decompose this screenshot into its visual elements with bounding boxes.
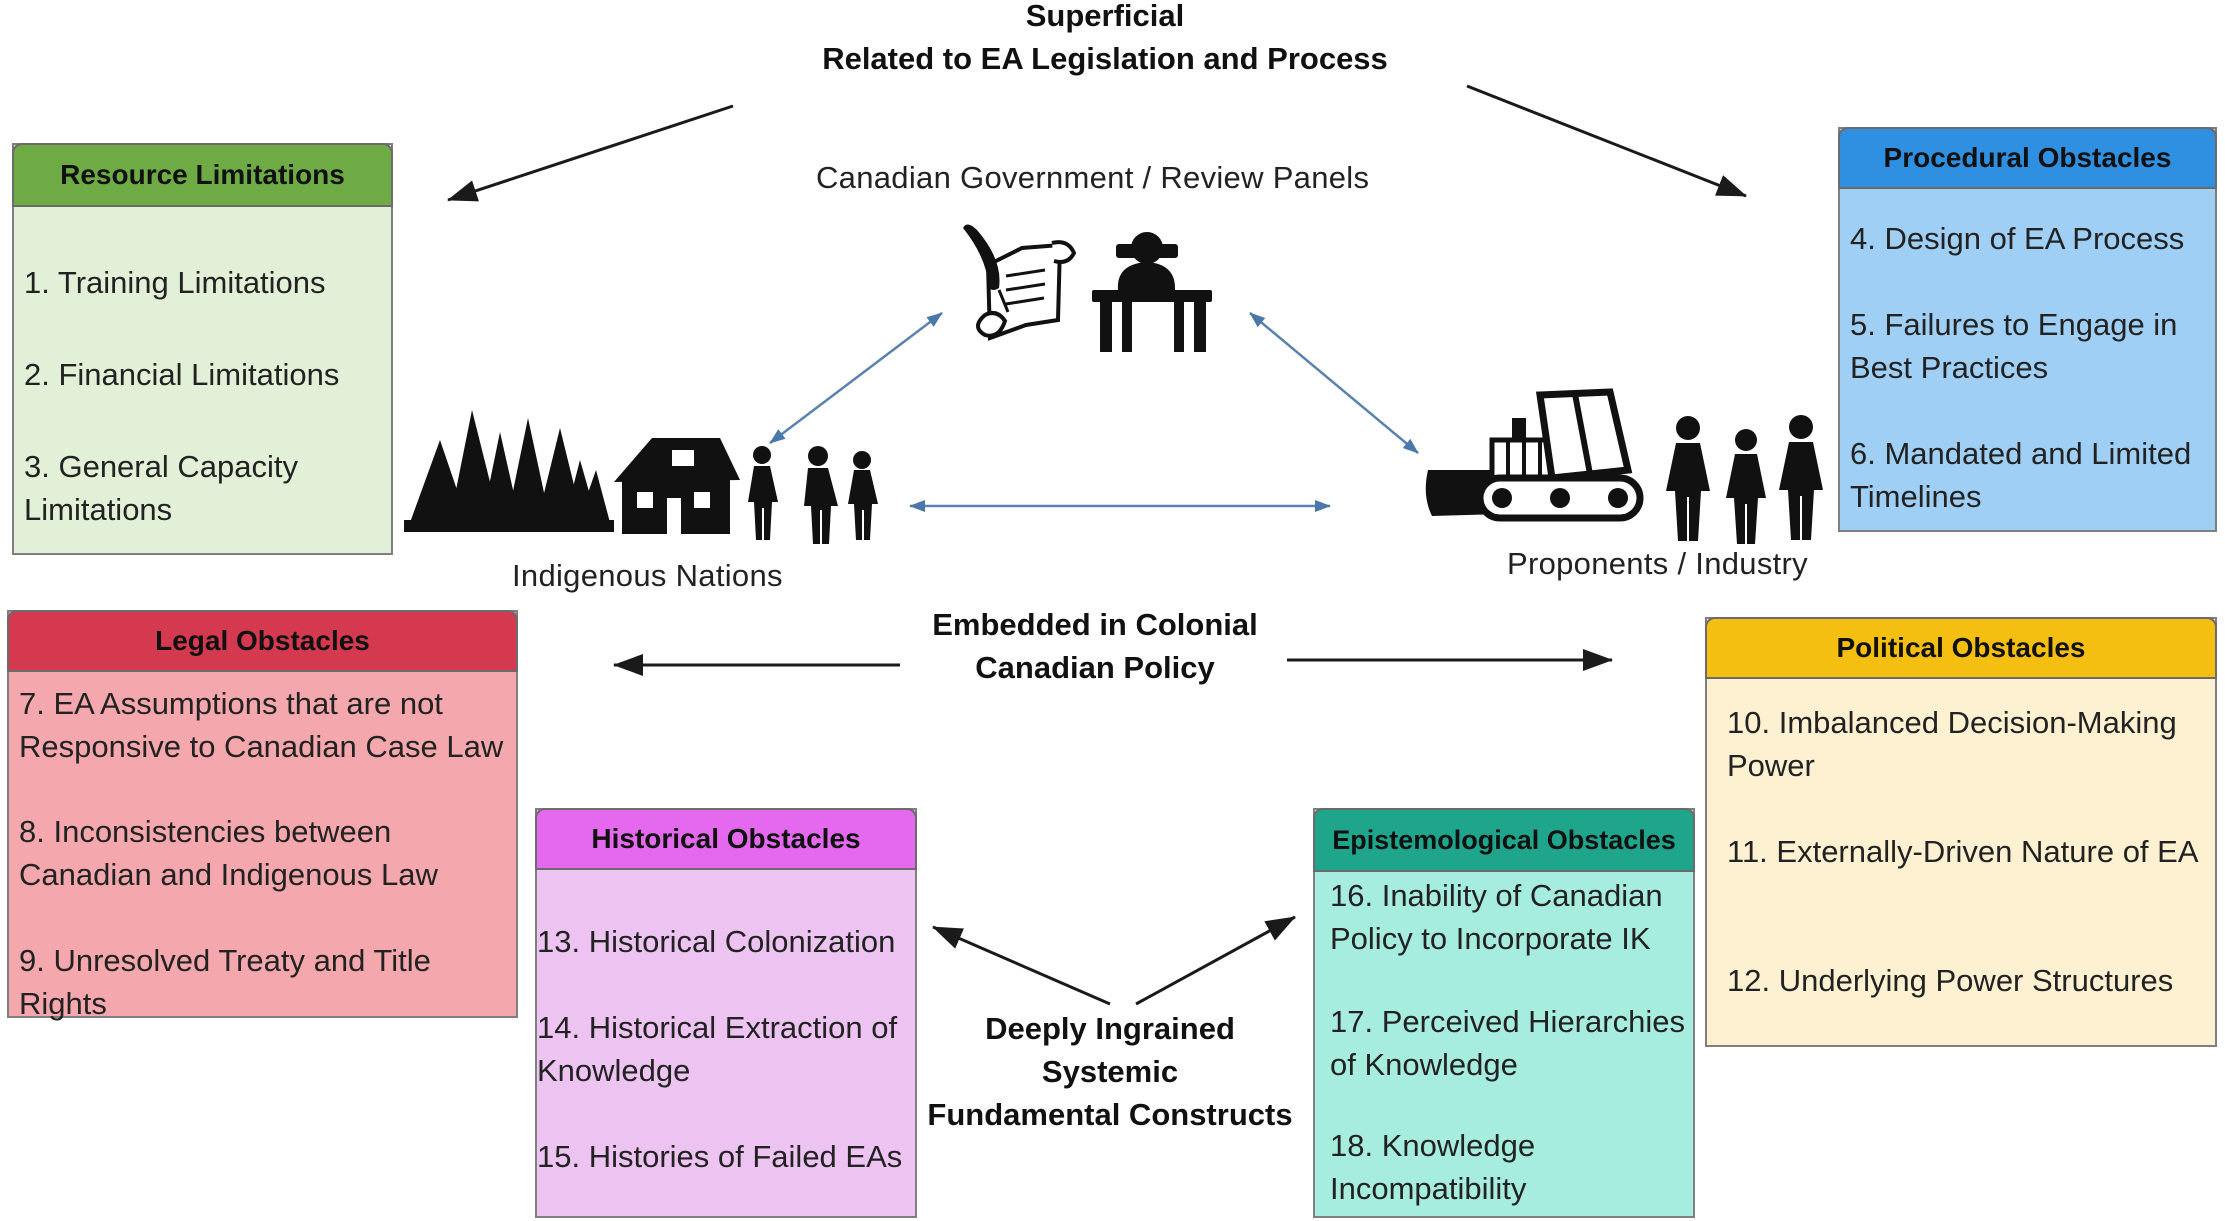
fundamental-line2: Systemic <box>1041 1054 1179 1089</box>
indigenous-label: Indigenous Nations <box>512 558 783 593</box>
embedded-line1: Embedded in Colonial <box>932 607 1258 642</box>
epistemological-item-17: 17. Perceived Hierarchies of Knowledge <box>1330 1004 1685 1082</box>
bulldozer-icon <box>1425 388 1644 522</box>
resource-box: Resource Limitations 1. Training Limitat… <box>12 143 393 555</box>
superficial-line2: Related to EA Legislation and Process <box>822 41 1388 76</box>
resource-item-2: 2. Financial Limitations <box>24 357 340 392</box>
link-gov-industry <box>1249 312 1419 454</box>
political-item-11: 11. Externally-Driven Nature of EA <box>1727 834 2199 869</box>
procedural-item-4: 4. Design of EA Process <box>1850 221 2185 256</box>
resource-title: Resource Limitations <box>12 143 393 207</box>
scroll-icon <box>976 240 1077 341</box>
procedural-title: Procedural Obstacles <box>1838 127 2217 189</box>
government-label: Canadian Government / Review Panels <box>816 160 1370 195</box>
forest-icon <box>404 410 614 532</box>
political-box: Political Obstacles 10. Imbalanced Decis… <box>1705 617 2217 1047</box>
procedural-item-6: 6. Mandated and Limited Timelines <box>1850 436 2192 514</box>
legal-title: Legal Obstacles <box>7 610 518 672</box>
embedded-label: Embedded in Colonial Canadian Policy <box>880 603 1310 689</box>
resource-item-1: 1. Training Limitations <box>24 265 326 300</box>
arrow-to-historical <box>932 925 1111 1006</box>
historical-item-13: 13. Historical Colonization <box>537 924 896 959</box>
fundamental-label: Deeply Ingrained Systemic Fundamental Co… <box>900 1007 1320 1136</box>
industry-label: Proponents / Industry <box>1507 546 1808 581</box>
historical-box: Historical Obstacles 13. Historical Colo… <box>535 808 917 1218</box>
legal-item-9: 9. Unresolved Treaty and Title Rights <box>19 943 431 1021</box>
legal-item-8: 8. Inconsistencies between Canadian and … <box>19 814 438 892</box>
legal-item-7: 7. EA Assumptions that are not Responsiv… <box>19 686 504 764</box>
political-item-12: 12. Underlying Power Structures <box>1727 963 2174 998</box>
procedural-box: Procedural Obstacles 4. Design of EA Pro… <box>1838 127 2217 532</box>
historical-item-14: 14. Historical Extraction of Knowledge <box>537 1010 898 1088</box>
arrow-to-procedural <box>1466 84 1747 198</box>
historical-title: Historical Obstacles <box>535 808 917 870</box>
political-title: Political Obstacles <box>1705 617 2217 679</box>
embedded-line2: Canadian Policy <box>975 650 1215 685</box>
arrow-to-epistemological <box>1135 915 1296 1006</box>
procedural-item-5: 5. Failures to Engage in Best Practices <box>1850 307 2178 385</box>
quill-icon <box>963 224 1010 313</box>
epistemological-item-16: 16. Inability of Canadian Policy to Inco… <box>1330 878 1663 956</box>
house-icon <box>614 438 740 534</box>
epistemological-title: Epistemological Obstacles <box>1313 808 1695 872</box>
resource-item-3: 3. General Capacity Limitations <box>24 449 298 527</box>
arrow-to-resource <box>447 104 734 202</box>
industry-people-icon <box>1666 415 1823 544</box>
historical-item-15: 15. Histories of Failed EAs <box>537 1139 903 1174</box>
indigenous-people-icon <box>748 446 878 544</box>
fundamental-line1: Deeply Ingrained <box>985 1011 1235 1046</box>
legal-box: Legal Obstacles 7. EA Assumptions that a… <box>7 610 518 1021</box>
desk-official-icon <box>1092 232 1212 352</box>
superficial-label: Superficial Related to EA Legislation an… <box>800 0 1410 80</box>
epistemological-item-18: 18. Knowledge Incompatibility <box>1330 1128 1536 1206</box>
superficial-line1: Superficial <box>1025 0 1185 33</box>
fundamental-line3: Fundamental Constructs <box>927 1097 1293 1132</box>
link-gov-indigenous <box>769 312 943 444</box>
political-item-10: 10. Imbalanced Decision-Making Power <box>1727 705 2177 783</box>
epistemological-box: Epistemological Obstacles 16. Inability … <box>1313 808 1695 1218</box>
